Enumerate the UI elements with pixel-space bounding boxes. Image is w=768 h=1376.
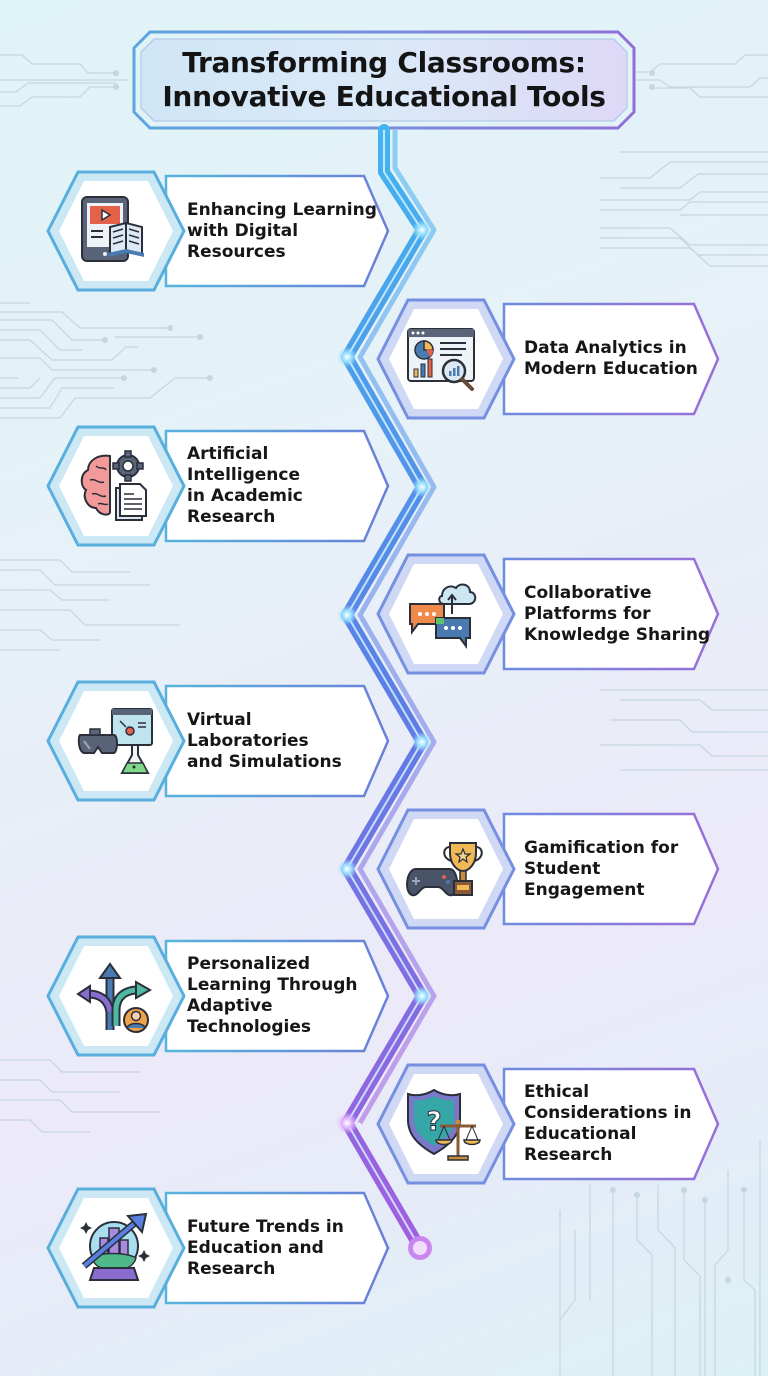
topic-card-ethical-considerations[interactable]: ? Ethical Considerations in Educational …: [376, 1061, 722, 1187]
tablet-book-icon: [81, 196, 144, 262]
topic-label: Ethical Considerations in Educational Re…: [524, 1082, 692, 1165]
shield-scales-icon: ?: [407, 1088, 481, 1161]
branching-arrows-user-icon: [76, 962, 153, 1033]
topic-card-digital-resources[interactable]: Enhancing Learning with Digital Resource…: [46, 168, 392, 294]
topic-label: Collaborative Platforms for Knowledge Sh…: [524, 582, 711, 645]
topic-label: Future Trends in Education and Research: [187, 1216, 344, 1279]
crystal-ball-growth-icon: [80, 1212, 150, 1281]
topic-card-collaborative-platforms[interactable]: Collaborative Platforms for Knowledge Sh…: [376, 551, 722, 677]
svg-text:?: ?: [426, 1107, 441, 1137]
topic-card-virtual-labs[interactable]: Virtual Laboratories and Simulations: [46, 678, 392, 804]
topic-label: Data Analytics in Modern Education: [524, 338, 698, 379]
topic-label: Virtual Laboratories and Simulations: [187, 709, 342, 772]
title-frame: [132, 30, 636, 130]
topic-card-future-trends[interactable]: Future Trends in Education and Research: [46, 1185, 392, 1311]
topic-card-data-analytics[interactable]: Data Analytics in Modern Education: [376, 296, 722, 422]
topic-label: Personalized Learning Through Adaptive T…: [187, 954, 358, 1037]
topic-label: Enhancing Learning with Digital Resource…: [187, 199, 377, 262]
title-line-2: Innovative Educational Tools: [162, 80, 606, 113]
chat-cloud-icon: [409, 583, 477, 649]
topic-label: Artificial Intelligence in Academic Rese…: [187, 444, 303, 527]
topic-card-ai-research[interactable]: Artificial Intelligence in Academic Rese…: [46, 423, 392, 549]
vr-headset-flask-icon: [77, 708, 153, 774]
gamepad-trophy-icon: [406, 842, 483, 897]
topic-card-personalized-learning[interactable]: Personalized Learning Through Adaptive T…: [46, 933, 392, 1059]
brain-gear-document-icon: [80, 450, 147, 521]
title-line-1: Transforming Classrooms:: [182, 46, 586, 79]
topic-card-gamification[interactable]: Gamification for Student Engagement: [376, 806, 722, 932]
analytics-dashboard-icon: [407, 328, 475, 391]
connector-nodes: [336, 220, 432, 1260]
page-title: Transforming Classrooms: Innovative Educ…: [132, 46, 636, 114]
topic-label: Gamification for Student Engagement: [524, 837, 679, 900]
title-banner: Transforming Classrooms: Innovative Educ…: [132, 30, 636, 130]
